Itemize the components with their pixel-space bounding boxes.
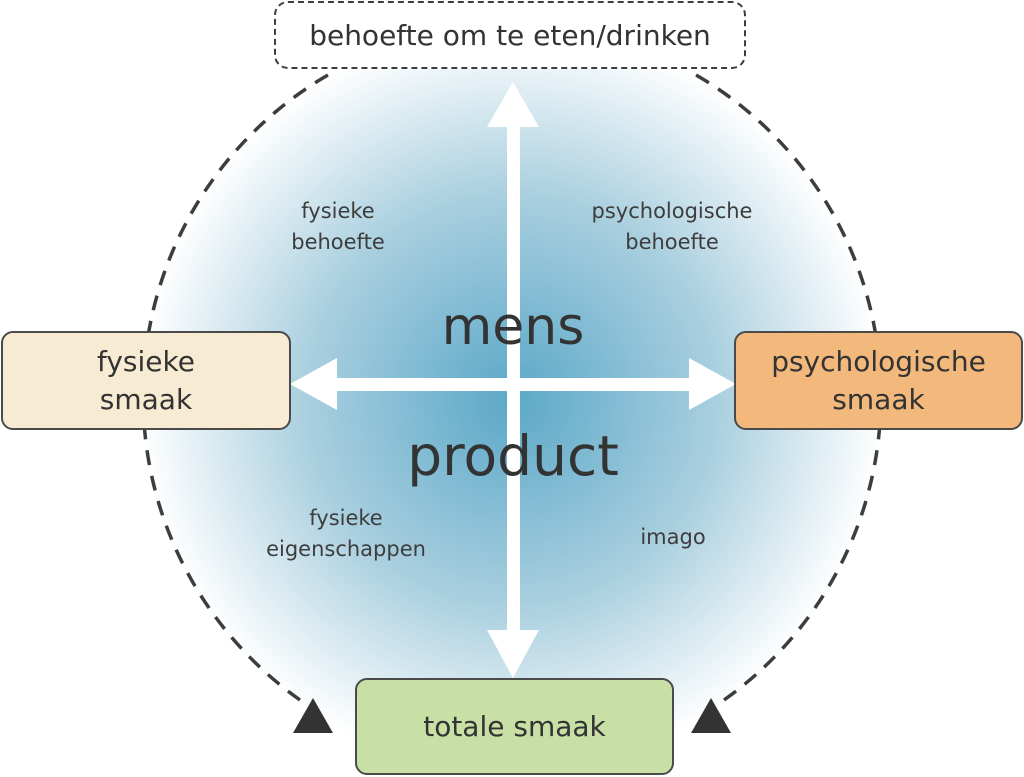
arrow-right-icon: [689, 358, 736, 410]
box-physical-taste-line2: smaak: [99, 382, 193, 416]
box-physical-taste: fysieke smaak: [1, 331, 291, 430]
horizontal-arrow-shaft: [334, 378, 692, 391]
label-psychological-need-line2: behoefte: [625, 230, 719, 254]
arrow-left-icon: [290, 358, 337, 410]
triangle-right-icon: [691, 698, 731, 733]
label-image: imago: [640, 525, 706, 549]
arrow-up-icon: [487, 82, 539, 127]
label-psychological-need: psychologische behoefte: [552, 196, 792, 258]
label-physical-need-line1: fysieke: [301, 199, 375, 223]
box-need-to-eat-drink: behoefte om te eten/drinken: [274, 1, 746, 69]
box-psychological-taste-line2: smaak: [832, 382, 925, 416]
label-physical-need-line2: behoefte: [291, 230, 385, 254]
box-physical-taste-line1: fysieke: [97, 344, 195, 378]
arrow-down-icon: [487, 630, 539, 678]
label-physical-properties-line2: eigenschappen: [266, 537, 426, 561]
box-total-taste-label: totale smaak: [423, 710, 606, 743]
triangle-left-icon: [293, 698, 333, 733]
box-need-to-eat-drink-label: behoefte om te eten/drinken: [309, 18, 711, 52]
label-physical-properties-line1: fysieke: [309, 506, 383, 530]
label-psychological-need-line1: psychologische: [591, 199, 753, 223]
label-physical-need: fysieke behoefte: [238, 196, 438, 258]
label-physical-properties: fysieke eigenschappen: [236, 503, 456, 565]
center-word-product: product: [407, 424, 619, 488]
box-total-taste: totale smaak: [355, 678, 674, 775]
center-word-person: mens: [441, 297, 585, 357]
box-psychological-taste-line1: psychologische: [771, 344, 986, 378]
box-psychological-taste: psychologische smaak: [734, 331, 1023, 430]
